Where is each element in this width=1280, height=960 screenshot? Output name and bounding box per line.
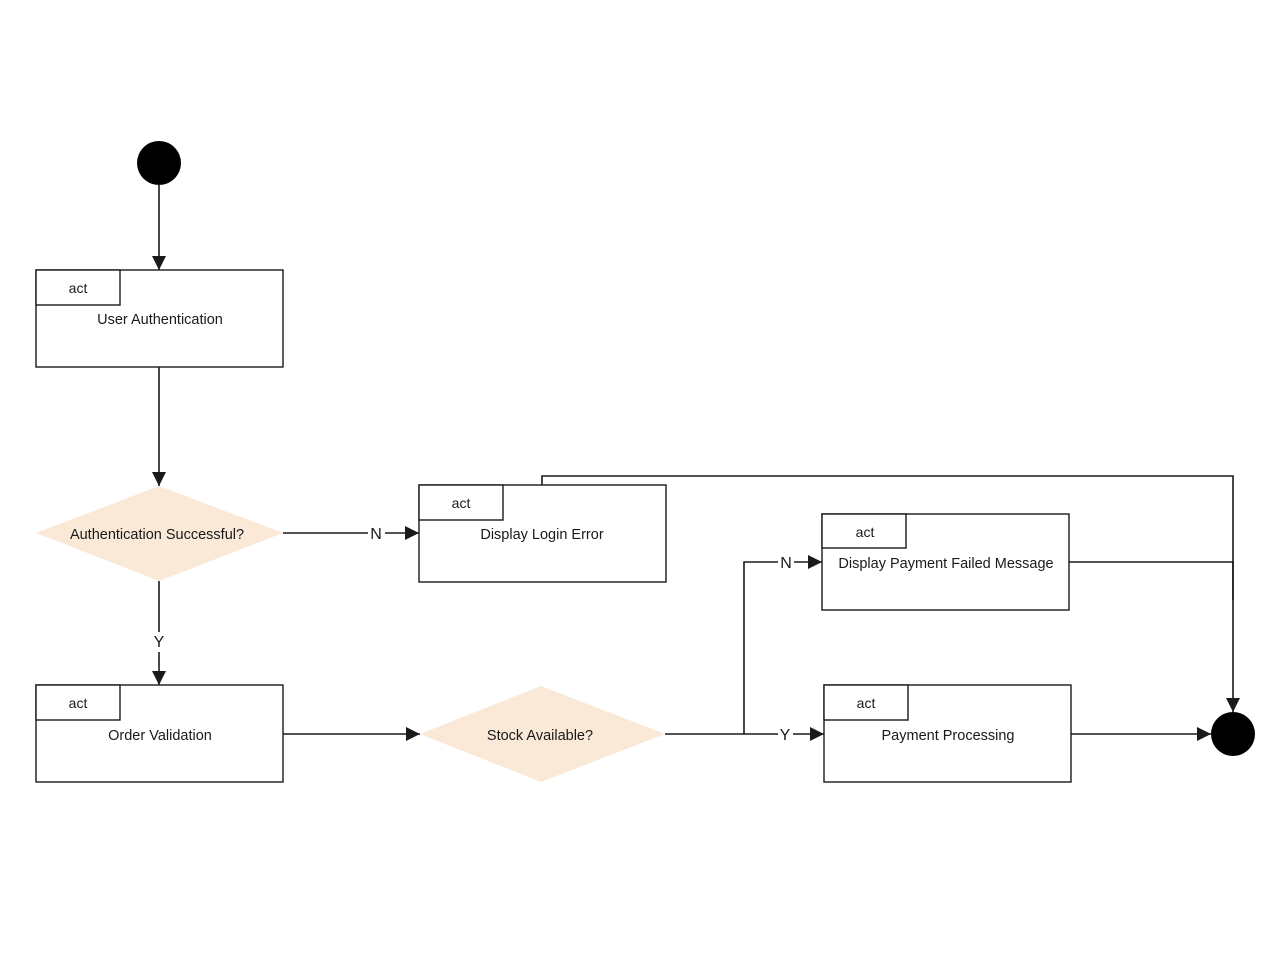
edge-label-auth-yes: Y — [154, 634, 165, 651]
activity-label: Display Login Error — [480, 527, 603, 543]
decision-label: Stock Available? — [487, 728, 593, 744]
end-node — [1211, 712, 1255, 756]
edge-stock-no-a — [743, 561, 778, 734]
activity-user-authentication: act User Authentication — [35, 269, 284, 368]
act-tag: act — [856, 524, 875, 540]
edge-label-auth-no: N — [370, 526, 382, 543]
decision-label: Authentication Successful? — [70, 527, 244, 543]
start-node — [137, 141, 181, 185]
edge-label-stock-yes: Y — [780, 727, 791, 744]
activity-label: Payment Processing — [882, 728, 1015, 744]
activity-label: Order Validation — [108, 728, 212, 744]
act-tag: act — [69, 280, 88, 296]
activity-display-login-error: act Display Login Error — [418, 484, 667, 583]
decision-authentication-successful: Authentication Successful? — [36, 486, 283, 581]
activity-label: User Authentication — [97, 312, 223, 328]
decision-stock-available: Stock Available? — [420, 686, 665, 782]
edge-payment-failed-to-end — [1069, 561, 1234, 600]
activity-label: Display Payment Failed Message — [838, 556, 1053, 572]
activity-display-payment-failed: act Display Payment Failed Message — [821, 513, 1070, 611]
activity-order-validation: act Order Validation — [35, 684, 284, 783]
edge-label-stock-no: N — [780, 555, 792, 572]
activity-payment-processing: act Payment Processing — [823, 684, 1072, 783]
act-tag: act — [69, 695, 88, 711]
act-tag: act — [857, 695, 876, 711]
act-tag: act — [452, 495, 471, 511]
